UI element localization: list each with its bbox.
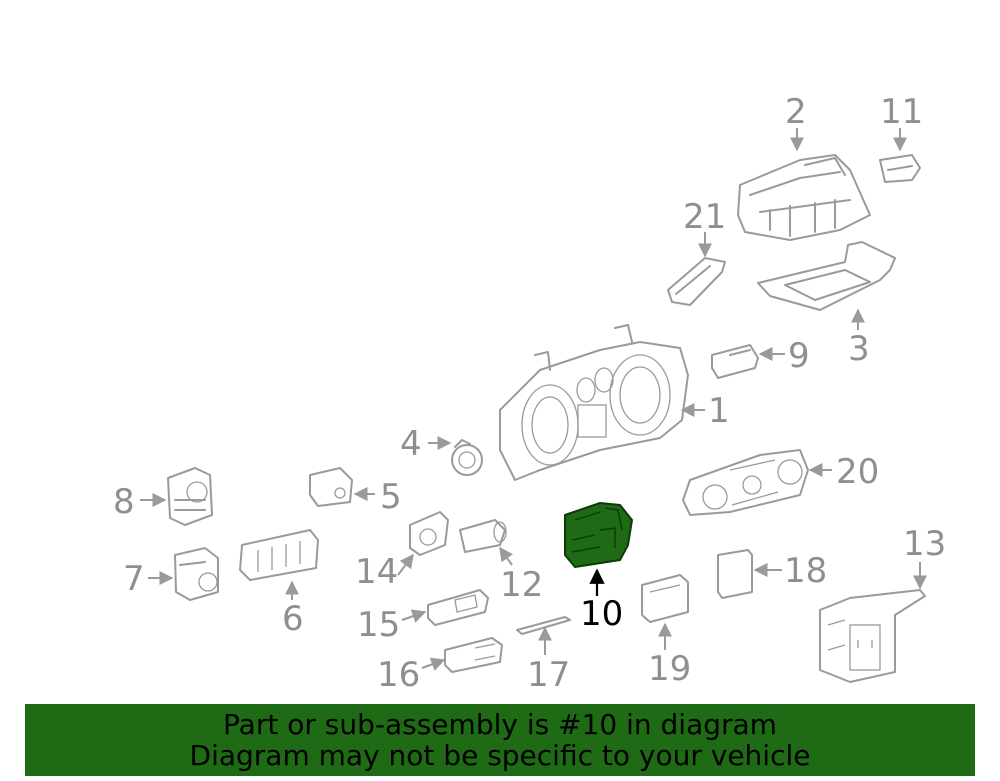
callout-15: 15 xyxy=(357,605,400,645)
part-6-switch-bank xyxy=(239,529,319,581)
part-15-switch xyxy=(427,589,489,626)
callout-5: 5 xyxy=(380,477,402,517)
callout-8: 8 xyxy=(113,482,135,522)
callout-19: 19 xyxy=(648,649,691,689)
callout-2: 2 xyxy=(785,92,807,132)
part-2-upper-housing xyxy=(737,154,871,241)
part-13-outlet xyxy=(819,589,926,683)
part-16-switch xyxy=(444,637,503,673)
callout-10: 10 xyxy=(580,594,623,634)
part-17-strip xyxy=(516,616,571,635)
callout-20: 20 xyxy=(836,452,879,492)
callout-6: 6 xyxy=(282,599,304,639)
part-3-bracket xyxy=(757,241,896,311)
callout-4: 4 xyxy=(400,424,422,464)
callout-13: 13 xyxy=(903,524,946,564)
callout-3: 3 xyxy=(848,329,870,369)
part-9-switch xyxy=(711,344,759,379)
part-12-socket xyxy=(459,519,507,553)
part-19-module xyxy=(641,574,689,623)
part-7-switch-assembly xyxy=(174,547,219,601)
part-20-climate-control xyxy=(682,449,809,516)
parts-diagram: 2 11 3 21 9 1 xyxy=(113,92,946,695)
part-21-trim-piece xyxy=(667,257,726,306)
callout-21: 21 xyxy=(683,197,726,237)
callout-11: 11 xyxy=(880,92,923,132)
banner-line-2: Diagram may not be specific to your vehi… xyxy=(189,739,811,772)
part-18-cover xyxy=(717,549,753,599)
part-10-module-highlighted xyxy=(564,502,633,568)
part-8-switch-assembly xyxy=(167,467,213,526)
part-4-knob xyxy=(451,439,483,476)
callout-7: 7 xyxy=(123,559,145,599)
callout-9: 9 xyxy=(788,336,810,376)
callout-17: 17 xyxy=(527,655,570,695)
banner-line-1: Part or sub-assembly is #10 in diagram xyxy=(223,708,777,741)
part-1-instrument-cluster xyxy=(499,324,689,481)
info-banner: Part or sub-assembly is #10 in diagram D… xyxy=(25,704,975,776)
part-11-clip xyxy=(879,154,921,183)
callout-1: 1 xyxy=(708,391,730,431)
part-14-bezel xyxy=(409,511,449,556)
callout-14: 14 xyxy=(355,552,398,592)
part-5-switch xyxy=(309,467,353,507)
callout-12: 12 xyxy=(500,565,543,605)
callout-16: 16 xyxy=(377,655,420,695)
callout-18: 18 xyxy=(784,551,827,591)
